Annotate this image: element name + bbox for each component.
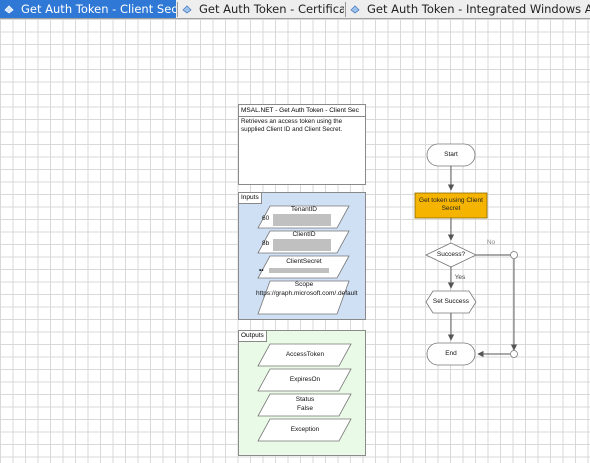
- scope-value: https://graph.microsoft.com/.default: [256, 290, 358, 297]
- clientid-redacted: [273, 239, 331, 251]
- accesstoken-label: AccessToken: [285, 351, 325, 358]
- junction-no: [510, 251, 518, 259]
- flow-title: MSAL.NET - Get Auth Token - Client Sec: [239, 105, 365, 117]
- end-label[interactable]: End: [445, 350, 457, 357]
- output-param-expireson: [257, 368, 352, 392]
- input-param-scope: [257, 280, 350, 315]
- output-param-status: [257, 393, 352, 417]
- set-success-node: [425, 290, 477, 314]
- clientsecret-value: ••: [259, 267, 264, 274]
- tab-client-secret[interactable]: Get Auth Token - Client Secret: [0, 0, 176, 18]
- tenantid-label: TenantID: [290, 206, 318, 213]
- no-label: No: [486, 239, 496, 246]
- flow-icon: [182, 1, 192, 14]
- output-param-exception: [257, 418, 352, 442]
- tab-divider: [345, 2, 346, 17]
- tenantid-value: 60: [262, 215, 270, 222]
- set-success-label[interactable]: Set Success: [432, 298, 470, 305]
- flow-description: Retrieves an access token using the supp…: [241, 118, 343, 133]
- tab-divider: [177, 2, 178, 17]
- clientsecret-label: ClientSecret: [286, 258, 322, 265]
- exception-label: Exception: [290, 426, 320, 433]
- start-label[interactable]: Start: [444, 151, 458, 158]
- flow-icon: [4, 1, 14, 14]
- action-label[interactable]: Get token using Client Secret: [419, 197, 483, 212]
- tab-strip: Get Auth Token - Client Secret Get Auth …: [0, 0, 590, 19]
- status-label: Status: [295, 396, 315, 403]
- clientid-value: 8b: [262, 240, 270, 247]
- outputs-panel: Outputs AccessToken ExpiresOn Status Fal…: [238, 330, 366, 456]
- inputs-panel: Inputs TenantID 60 ClientID 8b ClientSec…: [238, 192, 366, 320]
- clientid-label: ClientID: [292, 231, 316, 238]
- tab-label: Get Auth Token - Client Secret: [21, 2, 176, 16]
- tab-label: Get Auth Token - Certificate: [199, 2, 344, 16]
- scope-label: Scope: [294, 281, 314, 288]
- junction-end: [510, 350, 518, 358]
- tenantid-redacted: [273, 214, 331, 226]
- flow-info-box[interactable]: MSAL.NET - Get Auth Token - Client Sec R…: [238, 104, 366, 185]
- tab-label: Get Auth Token - Integrated Windows Auth: [367, 2, 590, 16]
- tab-certificate[interactable]: Get Auth Token - Certificate: [178, 0, 344, 18]
- clientsecret-redacted: [269, 268, 329, 273]
- status-value: False: [297, 405, 313, 412]
- expireson-label: ExpiresOn: [289, 376, 321, 383]
- tab-integrated-windows-auth[interactable]: Get Auth Token - Integrated Windows Auth: [346, 0, 590, 18]
- action-node: [414, 192, 488, 219]
- outputs-shapes: [257, 343, 352, 442]
- output-param-accesstoken: [257, 343, 352, 367]
- decision-label[interactable]: Success?: [436, 251, 466, 258]
- end-node: [426, 342, 476, 366]
- flowchart: [414, 143, 518, 366]
- inputs-label: Inputs: [239, 193, 262, 204]
- flow-icon: [350, 1, 360, 14]
- outputs-label: Outputs: [239, 331, 267, 342]
- yes-label: Yes: [454, 274, 466, 281]
